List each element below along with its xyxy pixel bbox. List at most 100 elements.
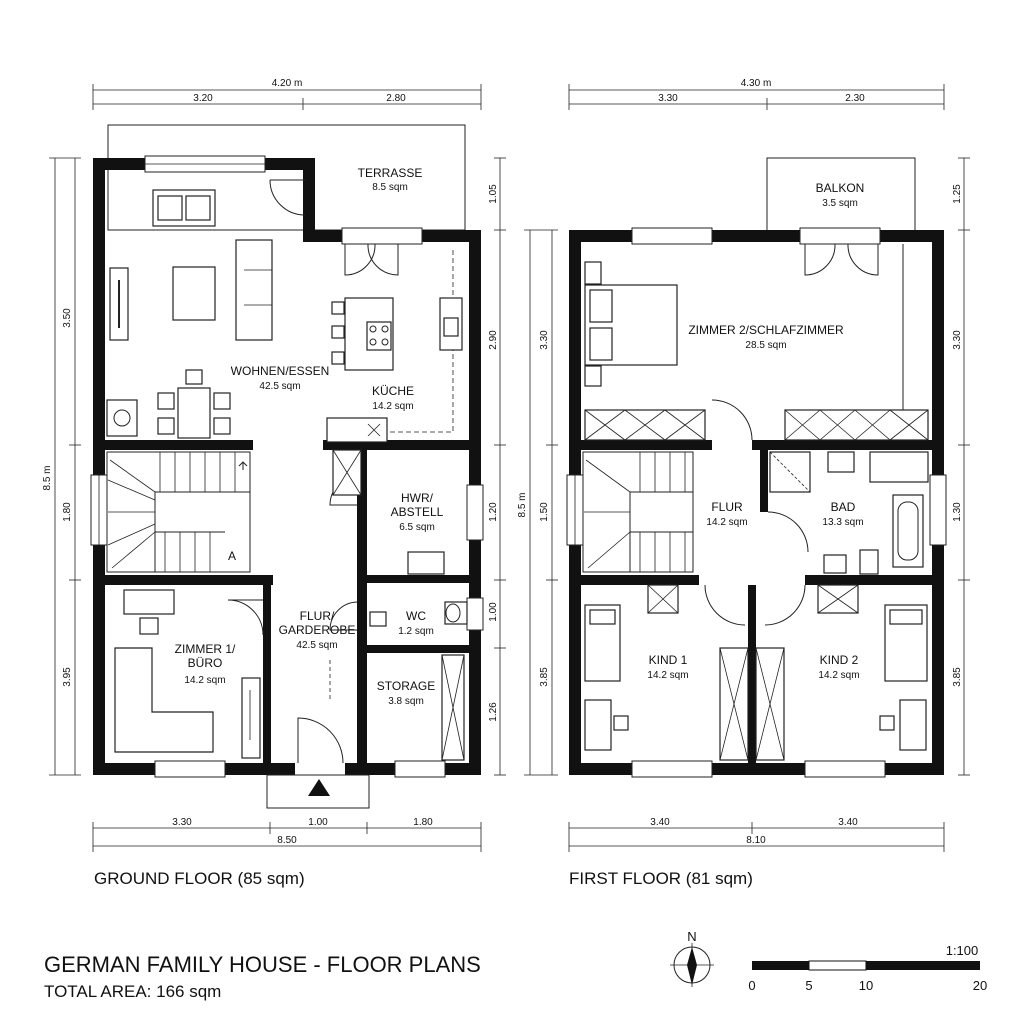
dimension-label: 3.85 — [539, 667, 550, 687]
scale-tick: 5 — [805, 978, 812, 993]
dimension-label: 1.30 — [952, 502, 963, 522]
desk — [584, 699, 612, 751]
wall — [303, 158, 315, 242]
room-name: TERRASSE — [358, 166, 423, 180]
dimension-label: 2.90 — [488, 330, 499, 350]
double-basin — [869, 451, 929, 483]
dimension-label: 3.30 — [172, 817, 192, 828]
dimension-label: 8.50 — [277, 835, 297, 846]
room-labels: TERRASSE 8.5 sqm WOHNEN/ESSEN 42.5 sqm K… — [175, 166, 865, 707]
north-arrow-icon: N — [670, 929, 714, 987]
wall — [569, 763, 944, 775]
ground-floor-plan: A — [90, 124, 484, 809]
dimension-label: 3.40 — [838, 817, 858, 828]
scale-ratio: 1:100 — [946, 943, 979, 958]
wall — [357, 440, 367, 763]
dimension-label: 3.30 — [539, 330, 550, 350]
room-name-line2: GARDEROBE — [279, 623, 356, 637]
entrance-arrow-icon — [308, 779, 330, 796]
room-area: 8.5 sqm — [372, 182, 408, 193]
washing-machine — [407, 551, 445, 575]
dimension-label: 3.20 — [193, 93, 213, 104]
door — [329, 601, 358, 631]
sink-icon — [823, 554, 847, 574]
room-area: 28.5 sqm — [745, 340, 786, 351]
dimension-label: 1.80 — [413, 817, 433, 828]
wall — [760, 450, 768, 512]
sofa — [235, 239, 273, 341]
wall — [569, 230, 944, 242]
dimension-label: 1.05 — [488, 184, 499, 204]
room-name: ZIMMER 1/ — [175, 642, 236, 656]
wall — [263, 585, 271, 763]
basin-icon — [369, 611, 387, 627]
window — [631, 760, 713, 778]
wall — [357, 575, 481, 583]
window — [804, 760, 886, 778]
dimension-label: 2.30 — [845, 93, 865, 104]
scale-tick: 0 — [748, 978, 755, 993]
terrace-door — [344, 243, 399, 276]
cooktop-icon — [366, 321, 392, 351]
toilet-icon — [859, 549, 879, 575]
window — [341, 227, 423, 245]
room-area: 42.5 sqm — [296, 640, 337, 651]
toilet-icon — [444, 601, 468, 625]
room-name: KIND 1 — [649, 653, 688, 667]
entrance-door — [297, 717, 344, 764]
fireplace-icon — [106, 399, 138, 437]
wardrobe — [784, 409, 929, 441]
wall — [323, 440, 481, 450]
dimension-label: 1.20 — [488, 502, 499, 522]
basin-icon — [827, 451, 855, 473]
staircase — [582, 451, 694, 573]
north-label: N — [687, 929, 696, 944]
dimension-label: 4.30 m — [741, 78, 772, 89]
dimension-label: 3.50 — [62, 308, 73, 328]
room-name: FLUR — [711, 500, 743, 514]
dimension-label: 8.5 m — [517, 492, 528, 517]
ground-floor-caption: GROUND FLOOR (85 sqm) — [94, 869, 305, 888]
room-name: ZIMMER 2/SCHLAFZIMMER — [688, 323, 844, 337]
room-name-line2: ABSTELL — [391, 505, 444, 519]
window — [466, 597, 484, 631]
window — [929, 474, 947, 546]
wall — [805, 575, 944, 585]
dining-table — [177, 387, 211, 439]
dimension-label: 1.25 — [952, 184, 963, 204]
dimension-label: 3.30 — [952, 330, 963, 350]
dimension-label: 1.00 — [488, 602, 499, 622]
room-area: 14.2 sqm — [647, 670, 688, 681]
scale-tick: 10 — [859, 978, 873, 993]
window — [466, 484, 484, 541]
shower-icon — [769, 451, 811, 493]
room-name: STORAGE — [377, 679, 435, 693]
dimension-label: 8.10 — [746, 835, 766, 846]
room-name: BAD — [831, 500, 856, 514]
entrance-landing — [266, 774, 370, 809]
dimension-label: 3.95 — [62, 667, 73, 687]
wardrobe — [241, 677, 261, 759]
room-area: 1.2 sqm — [398, 626, 434, 637]
room-area: 14.2 sqm — [372, 401, 413, 412]
wall — [93, 158, 105, 775]
desk — [899, 699, 927, 751]
window — [394, 760, 446, 778]
dimension-label: 1.00 — [308, 817, 328, 828]
room-area: 42.5 sqm — [259, 381, 300, 392]
dimension-label: 3.30 — [658, 93, 678, 104]
sheet-title: GERMAN FAMILY HOUSE - FLOOR PLANS — [44, 952, 481, 977]
dimension-label: 2.80 — [386, 93, 406, 104]
wall — [748, 585, 756, 763]
room-area: 14.2 sqm — [184, 675, 225, 686]
staircase — [106, 451, 251, 573]
wall — [569, 575, 699, 585]
room-name: HWR/ — [401, 491, 434, 505]
wall — [357, 645, 481, 653]
dimension-label: 4.20 m — [272, 78, 303, 89]
room-area: 6.5 sqm — [399, 522, 435, 533]
wall — [752, 440, 944, 450]
corner-sofa — [114, 647, 214, 753]
window — [799, 227, 881, 245]
